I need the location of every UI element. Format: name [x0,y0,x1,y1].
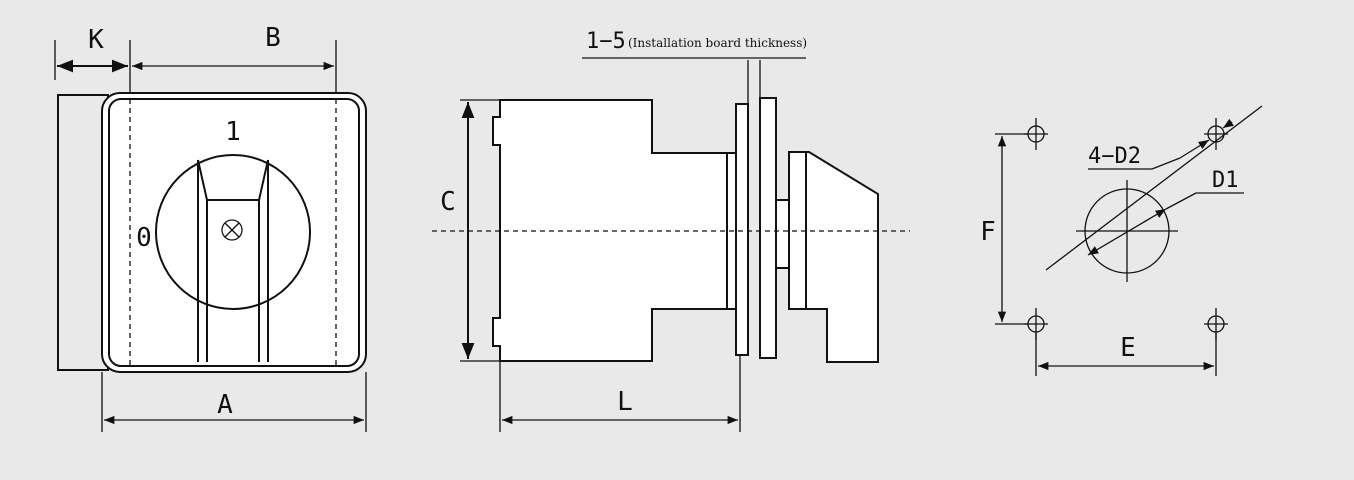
crosshair-circle-icon [1204,118,1228,150]
c-label: C [440,187,456,217]
panel-cutout-view: 4−D2 D1 F E [980,105,1263,376]
handle-sides [197,160,269,362]
position-on-label: 1 [225,117,241,147]
e-label: E [1120,333,1136,363]
rear-body [57,94,109,371]
d2-leader-tip [1151,157,1181,170]
front-plate-inner [108,98,360,367]
d1-label: D1 [1212,168,1239,193]
board-note-label: (Installation board thickness) [628,36,807,50]
position-off-label: 0 [136,223,152,253]
bore-diagonal [1045,105,1263,271]
side-view: C L 1−5 (Installation board thickness) [432,29,910,432]
board-range-label: 1−5 [586,29,626,54]
front-flange [735,103,749,356]
a-label: A [217,390,233,420]
d2-label: 4−D2 [1088,144,1141,169]
shaft [775,199,790,269]
circle-x-icon [221,219,243,241]
d1-leader-tip [1165,192,1197,210]
l-label: L [617,387,633,417]
b-label: B [265,23,281,53]
installation-board [759,97,777,359]
knob-circle [155,154,311,310]
d1-dimension-line [1087,208,1167,256]
f-label: F [980,217,996,247]
knob-side [788,151,879,363]
switch-body [492,99,728,362]
d2-arrow-top [1222,118,1234,129]
k-label: K [88,25,104,55]
front-view: 1 0 K B A [54,23,367,432]
d2-arrow-bottom [1179,139,1210,159]
